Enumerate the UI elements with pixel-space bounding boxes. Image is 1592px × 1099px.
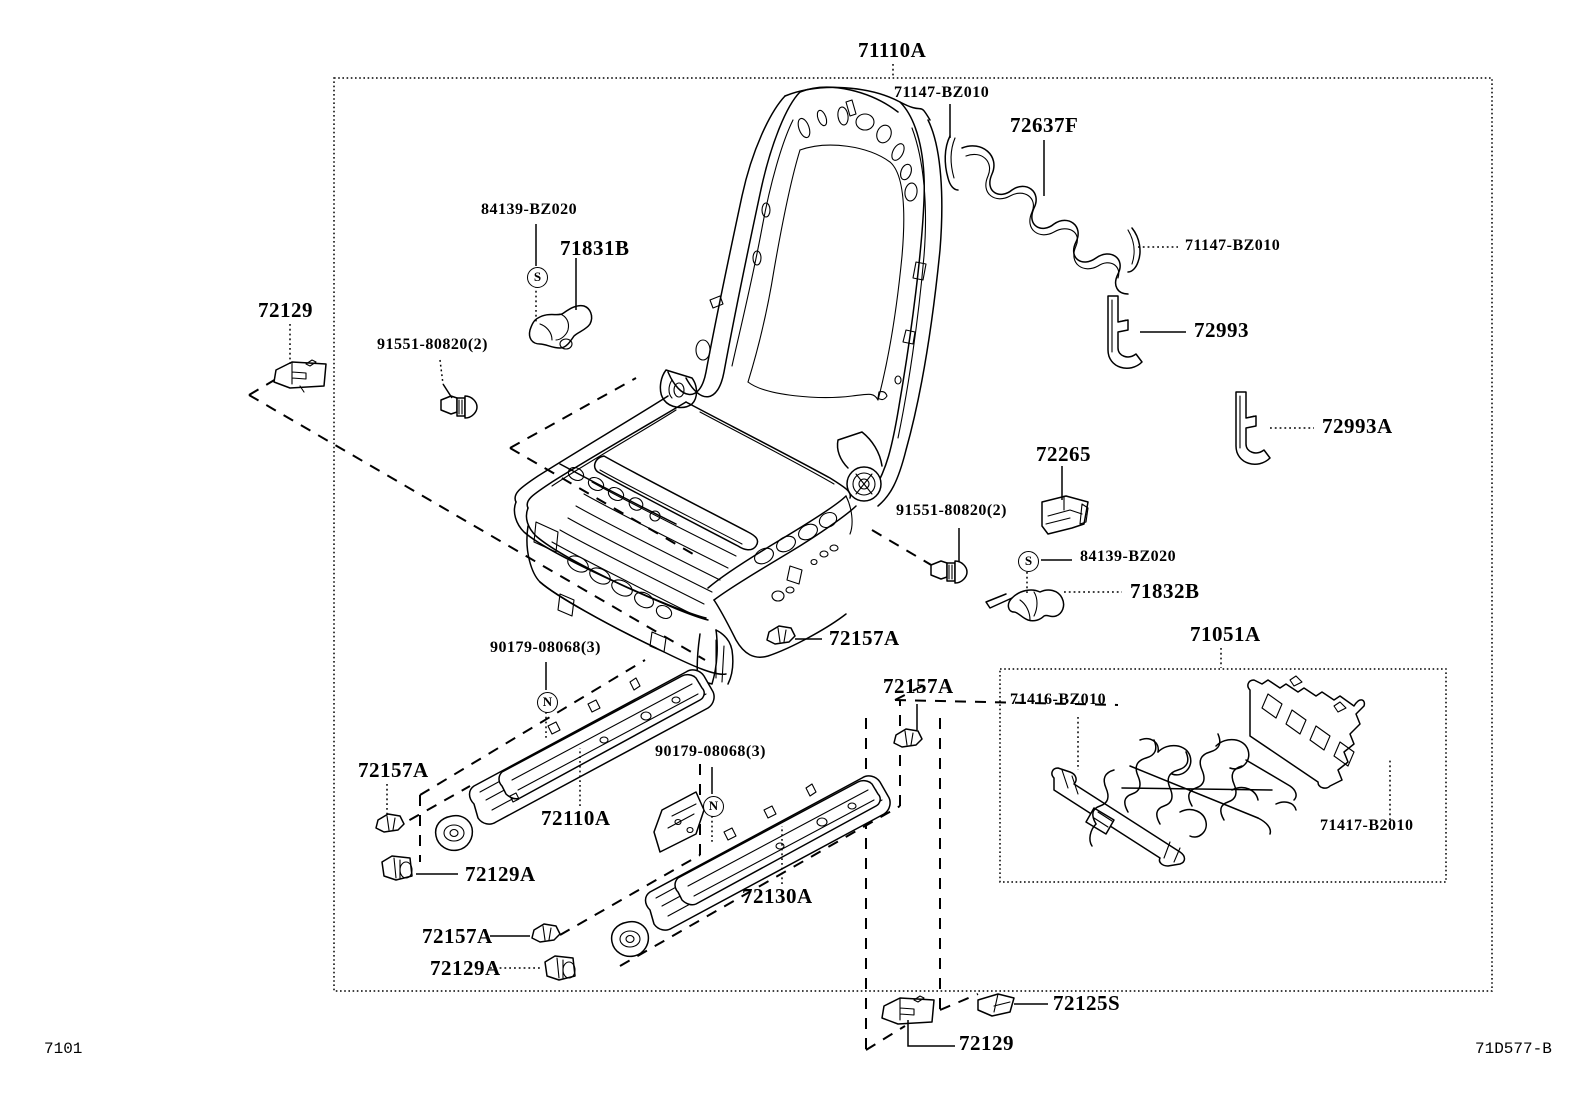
- part-71832B: [985, 589, 1065, 622]
- label-71832B: 71832B: [1130, 579, 1200, 603]
- label-72129-bottom: 72129: [959, 1031, 1014, 1055]
- label-72993: 72993: [1194, 318, 1249, 342]
- label-90179-08068-left: 90179-08068(3): [490, 639, 601, 656]
- part-72129A-lower: [544, 955, 576, 981]
- callout-marker-s-right: S: [1018, 551, 1039, 572]
- label-71147-BZ010-top: 71147-BZ010: [894, 84, 990, 101]
- projection-dashed-lines: [248, 371, 1119, 1051]
- label-72157A-far-left: 72157A: [358, 758, 429, 782]
- label-72125S: 72125S: [1053, 991, 1121, 1015]
- label-72129A-left: 72129A: [465, 862, 536, 886]
- cushion-slats: [551, 455, 759, 617]
- part-72129-left: [273, 359, 327, 393]
- part-71416-BZ010: [1051, 767, 1186, 867]
- page-code: 7101: [44, 1040, 83, 1058]
- label-91551-80820-left: 91551-80820(2): [377, 336, 488, 353]
- leader-lines: [289, 104, 1391, 1047]
- part-91551-80820-right: [930, 560, 968, 584]
- part-72110A-rail: [434, 669, 715, 852]
- part-72125S: [977, 993, 1015, 1017]
- part-72129-bottom: [881, 995, 935, 1025]
- label-72993A: 72993A: [1322, 414, 1393, 438]
- label-72129A-lower: 72129A: [430, 956, 501, 980]
- label-71416-BZ010: 71416-BZ010: [1010, 691, 1107, 708]
- part-72637F-spring: [961, 145, 1129, 295]
- figure-code: 71D577-B: [1475, 1040, 1552, 1058]
- part-72130A-rail: [610, 775, 891, 958]
- label-72157A-mid: 72157A: [829, 626, 900, 650]
- label-71147-BZ010-bottom: 71147-BZ010: [1185, 237, 1281, 254]
- seat-frame-drawing: [513, 86, 943, 685]
- label-71110A: 71110A: [858, 38, 927, 62]
- label-71831B: 71831B: [560, 236, 630, 260]
- part-72157A-mid: [766, 625, 796, 645]
- label-72129-left: 72129: [258, 298, 313, 322]
- label-84139-BZ020-right: 84139-BZ020: [1080, 548, 1177, 565]
- recliner-hinge: [836, 431, 883, 502]
- part-72993-hook: [1107, 295, 1143, 369]
- label-72157A-lower: 72157A: [422, 924, 493, 948]
- part-72265-bracket: [1041, 495, 1089, 535]
- callout-marker-n-left: N: [537, 692, 558, 713]
- label-71417-B2010: 71417-B2010: [1320, 817, 1414, 834]
- callout-marker-n-right: N: [703, 796, 724, 817]
- label-84139-BZ020-left: 84139-BZ020: [481, 201, 578, 218]
- part-72129A-left: [381, 855, 413, 881]
- part-71147-BZ010-top: [944, 135, 959, 191]
- part-71417-B2010: [1247, 675, 1366, 789]
- part-71831B: [528, 304, 593, 350]
- callout-marker-s-left: S: [527, 267, 548, 288]
- label-91551-80820-right: 91551-80820(2): [896, 502, 1007, 519]
- part-72157A-lower: [531, 923, 561, 943]
- inset-wire-springs: [1089, 733, 1297, 847]
- part-72157A-upper-right: [893, 728, 923, 748]
- inset-border-box: [999, 668, 1447, 883]
- part-72157A-far-left: [375, 813, 405, 833]
- label-90179-08068-right: 90179-08068(3): [655, 743, 766, 760]
- upper-hinge-left: [659, 369, 698, 409]
- label-72265: 72265: [1036, 442, 1091, 466]
- part-71147-BZ010-bottom: [1127, 227, 1141, 273]
- part-91551-80820-left: [440, 395, 478, 419]
- label-71051A: 71051A: [1190, 622, 1261, 646]
- label-72637F: 72637F: [1010, 113, 1079, 137]
- label-72130A: 72130A: [742, 884, 813, 908]
- part-72993A-hook: [1235, 391, 1271, 465]
- label-72157A-upper-right: 72157A: [883, 674, 954, 698]
- label-72110A: 72110A: [541, 806, 611, 830]
